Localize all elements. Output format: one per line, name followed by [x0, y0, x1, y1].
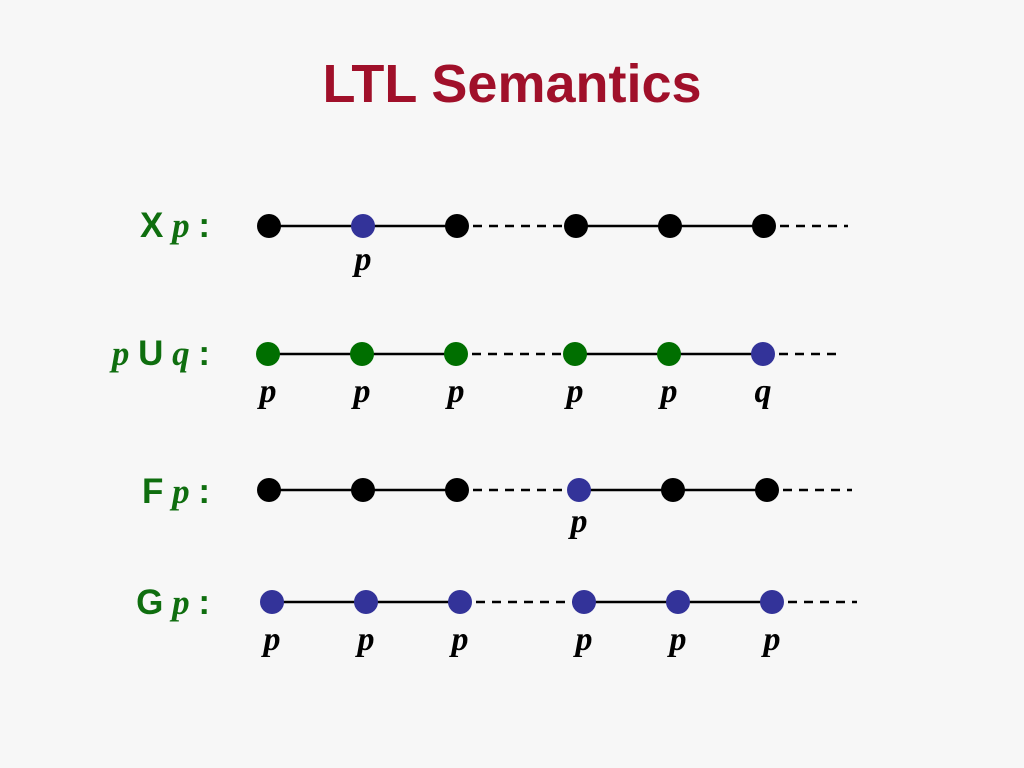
state-label: p: [568, 503, 588, 540]
label-finally-colon: :: [198, 472, 210, 511]
state-label: p: [445, 373, 465, 410]
state-dot: [448, 590, 472, 614]
label-until-var: q: [172, 334, 190, 373]
label-globally-op: G: [136, 583, 164, 622]
state-label: p: [573, 621, 593, 658]
slide-title: LTL Semantics: [322, 54, 702, 114]
state-dot: [257, 478, 281, 502]
state-dot: [760, 590, 784, 614]
label-next: X p :: [0, 206, 210, 246]
label-globally-colon: :: [198, 583, 210, 622]
state-label: p: [761, 621, 781, 658]
label-until-colon: :: [198, 334, 210, 373]
state-label: p: [564, 373, 584, 410]
state-label: p: [667, 621, 687, 658]
label-finally: F p :: [0, 472, 210, 512]
label-until: p U q :: [0, 334, 210, 374]
state-label: p: [449, 621, 469, 658]
state-dot: [661, 478, 685, 502]
label-next-op: X: [139, 206, 164, 245]
label-until-pre: p: [111, 334, 130, 373]
label-until-op: U: [138, 334, 164, 373]
timeline-row-finally: p: [257, 478, 852, 540]
state-dot: [657, 342, 681, 366]
state-label: p: [351, 373, 371, 410]
label-next-var: p: [172, 206, 190, 245]
state-dot: [658, 214, 682, 238]
state-label: p: [355, 621, 375, 658]
state-dot: [445, 478, 469, 502]
state-label: p: [658, 373, 678, 410]
timeline-row-next: p: [257, 214, 848, 278]
state-dot: [445, 214, 469, 238]
state-dot: [354, 590, 378, 614]
label-globally-var: p: [172, 583, 190, 622]
state-dot: [564, 214, 588, 238]
label-next-colon: :: [198, 206, 210, 245]
state-dot: [752, 214, 776, 238]
state-dot: [257, 214, 281, 238]
label-globally: G p :: [0, 583, 210, 623]
state-dot: [444, 342, 468, 366]
state-label: q: [755, 373, 772, 410]
state-dot: [755, 478, 779, 502]
label-finally-op: F: [141, 472, 164, 511]
state-label: p: [352, 241, 372, 278]
state-dot: [260, 590, 284, 614]
state-label: p: [261, 621, 281, 658]
state-dot: [572, 590, 596, 614]
state-dot: [256, 342, 280, 366]
state-dot: [563, 342, 587, 366]
state-label: p: [257, 373, 277, 410]
state-dot: [350, 342, 374, 366]
state-dot: [567, 478, 591, 502]
state-dot: [351, 214, 375, 238]
state-dot: [351, 478, 375, 502]
label-finally-var: p: [172, 472, 190, 511]
state-dot: [666, 590, 690, 614]
state-dot: [751, 342, 775, 366]
